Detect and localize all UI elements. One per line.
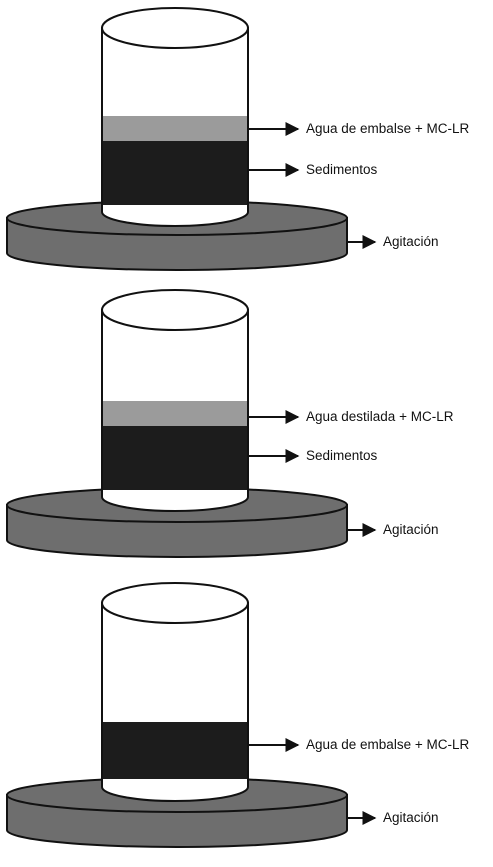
beaker-rim <box>101 582 249 624</box>
water-layer <box>103 116 247 141</box>
beaker-rim <box>101 289 249 331</box>
setup-1: Agua de embalse + MC-LR Sedimentos Agita… <box>6 7 469 271</box>
beaker <box>101 582 249 802</box>
sediment-label: Sedimentos <box>306 448 378 463</box>
beaker <box>101 7 249 227</box>
stirring-platform <box>6 777 348 848</box>
agitation-label: Agitación <box>383 522 439 537</box>
sediment-layer <box>103 722 247 779</box>
beaker <box>101 289 249 512</box>
agitation-label: Agitación <box>383 234 439 249</box>
water-layer <box>103 401 247 426</box>
agitation-label: Agitación <box>383 810 439 825</box>
setup-2: Agua destilada + MC-LR Sedimentos Agitac… <box>6 289 454 558</box>
sediment-layer <box>103 426 247 490</box>
beaker-rim <box>101 7 249 49</box>
sediment-layer <box>103 141 247 205</box>
water-label: Agua destilada + MC-LR <box>306 409 454 424</box>
sediment-label: Sedimentos <box>306 162 378 177</box>
stirring-platform <box>6 487 348 558</box>
sediment-label: Agua de embalse + MC-LR <box>306 737 469 752</box>
water-label: Agua de embalse + MC-LR <box>306 121 469 136</box>
setup-3: Agua de embalse + MC-LR Agitación <box>6 582 469 848</box>
